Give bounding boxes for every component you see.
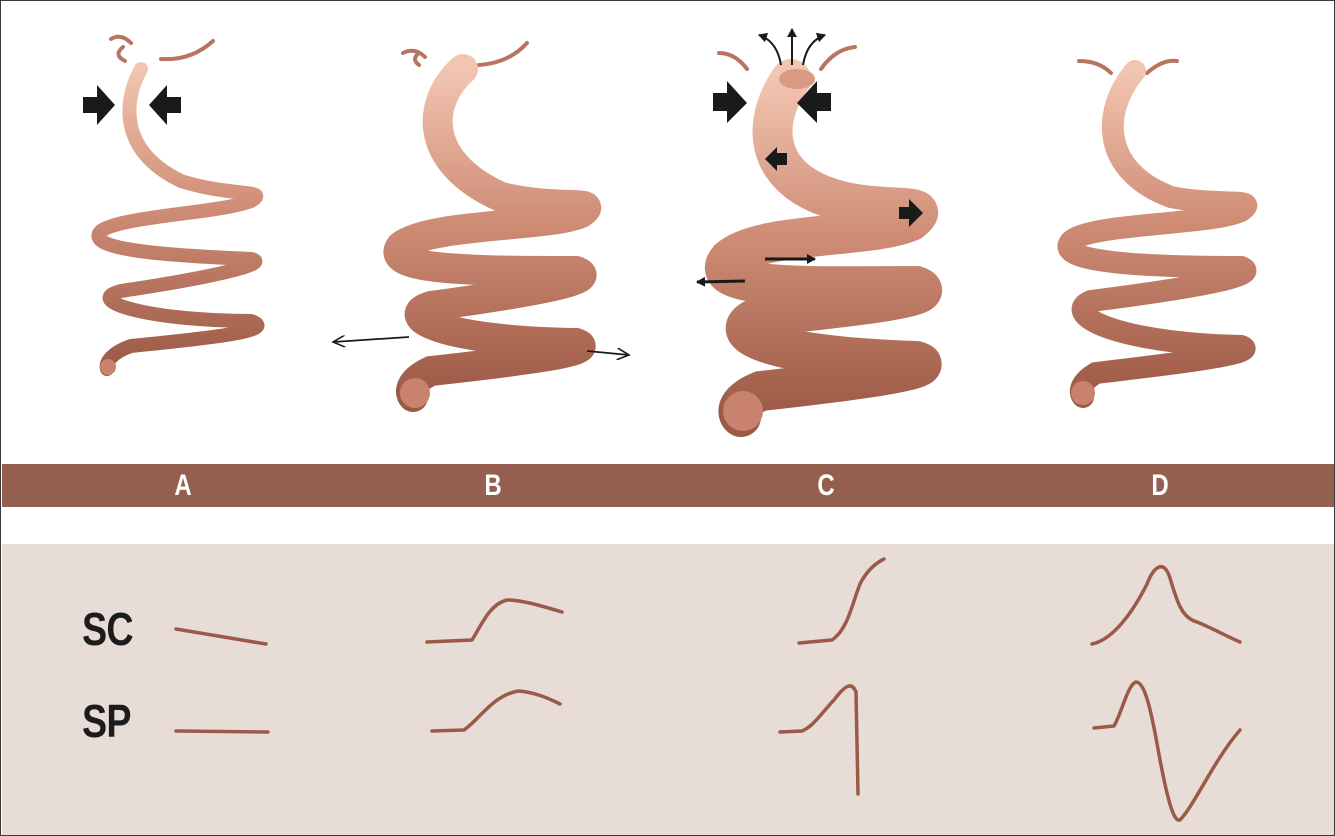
trace-sp-b <box>432 691 560 731</box>
trace-sp-d <box>1094 682 1240 820</box>
panel-label-d: D <box>1136 464 1184 507</box>
response-traces-panel: SC SP <box>2 544 1335 836</box>
coil-illustrations <box>1 1 1335 471</box>
trace-sc-d <box>1092 567 1240 644</box>
trace-sc-c <box>799 559 884 643</box>
trace-sp-c <box>780 686 858 794</box>
trace-sc-a <box>176 629 266 644</box>
panel-label-band: A B C D <box>2 464 1335 507</box>
panel-label-b: B <box>469 464 517 507</box>
panel-label-c: C <box>802 464 850 507</box>
trace-sp-a <box>176 731 268 732</box>
coil-b <box>398 43 586 408</box>
trace-sc-b <box>427 600 562 642</box>
coil-d <box>1068 61 1246 405</box>
outflow-arrow-icon <box>759 29 825 65</box>
panel-label-a: A <box>159 464 207 507</box>
coil-a <box>98 37 257 375</box>
trace-curves <box>2 544 1335 836</box>
